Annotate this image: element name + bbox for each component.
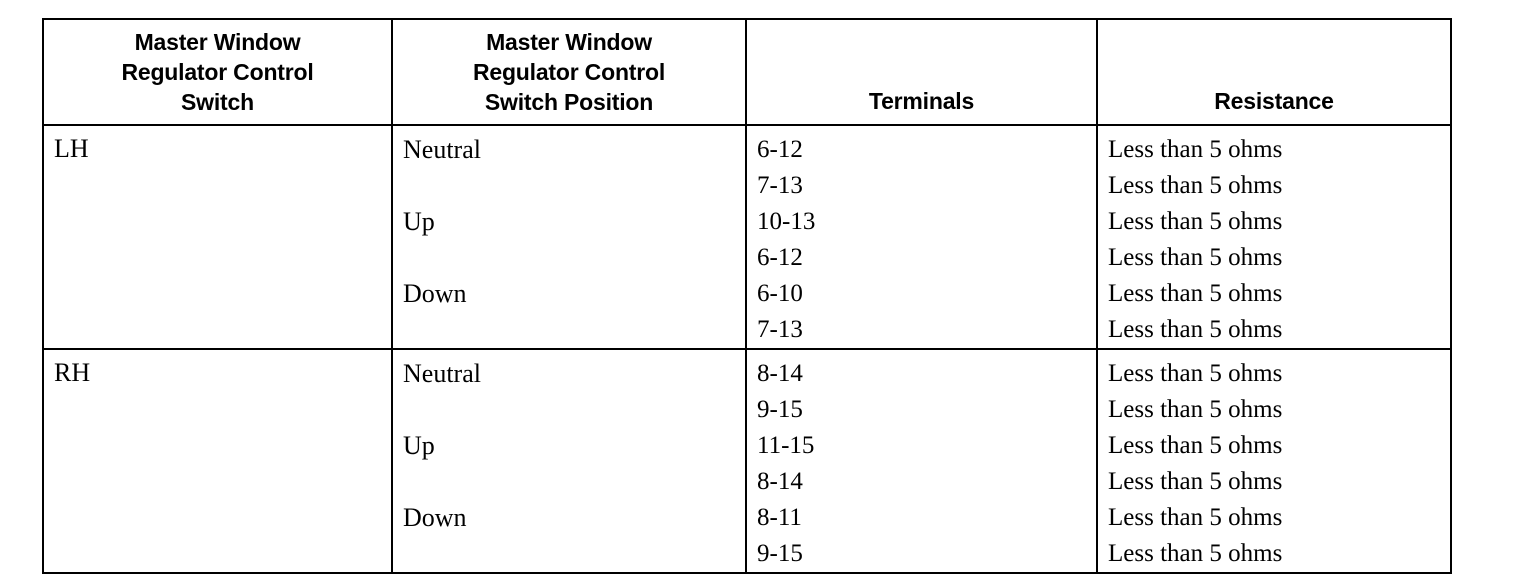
resistance-rh-3: Less than 5 ohms: [1108, 432, 1283, 459]
table-row-lh: LH Neutral Up Down 6-12 7-13 10-13 6-12: [42, 124, 1452, 350]
column-header-position: Master Window Regulator Control Switch P…: [391, 18, 747, 126]
cell-resistance-rh: Less than 5 ohms Less than 5 ohms Less t…: [1096, 348, 1452, 574]
cell-terminals-rh: 8-14 9-15 11-15 8-14 8-11 9-15: [745, 348, 1098, 574]
cell-switch-lh: LH: [42, 124, 393, 350]
resistance-rh-2: Less than 5 ohms: [1108, 396, 1283, 423]
resistance-rh-5: Less than 5 ohms: [1108, 504, 1283, 531]
column-header-resistance-label: Resistance: [1214, 88, 1334, 114]
resistance-lh-3: Less than 5 ohms: [1108, 208, 1283, 235]
column-header-position-line-3: Switch Position: [484, 89, 654, 115]
table-header: Master Window Regulator Control Switch M…: [42, 18, 1452, 126]
column-header-resistance: Resistance: [1096, 18, 1452, 126]
position-lh-neutral: Neutral: [403, 135, 481, 164]
terminal-rh-6: 9-15: [757, 540, 803, 567]
terminal-list-lh: 6-12 7-13 10-13 6-12 6-10 7-13: [747, 126, 1096, 348]
resistance-lh-2: Less than 5 ohms: [1108, 172, 1283, 199]
terminal-rh-5: 8-11: [757, 504, 802, 531]
terminal-lh-1: 6-12: [757, 136, 803, 163]
terminal-lh-5: 6-10: [757, 280, 803, 307]
terminal-list-rh: 8-14 9-15 11-15 8-14 8-11 9-15: [747, 350, 1096, 572]
terminal-rh-2: 9-15: [757, 396, 803, 423]
column-header-terminals: Terminals: [745, 18, 1098, 126]
column-header-position-line-1: Master Window: [486, 29, 652, 55]
cell-position-rh: Neutral Up Down: [391, 348, 747, 574]
terminal-rh-4: 8-14: [757, 468, 803, 495]
table-row-rh: RH Neutral Up Down 8-14 9-15 11-15 8-14: [42, 348, 1452, 574]
column-header-switch-line-3: Switch: [181, 89, 254, 115]
resistance-list-lh: Less than 5 ohms Less than 5 ohms Less t…: [1098, 126, 1450, 348]
cell-resistance-lh: Less than 5 ohms Less than 5 ohms Less t…: [1096, 124, 1452, 350]
terminal-lh-2: 7-13: [757, 172, 803, 199]
resistance-lh-4: Less than 5 ohms: [1108, 244, 1283, 271]
resistance-lh-1: Less than 5 ohms: [1108, 136, 1283, 163]
resistance-lh-5: Less than 5 ohms: [1108, 280, 1283, 307]
switch-label-lh: LH: [54, 134, 89, 163]
column-header-position-line-2: Regulator Control: [472, 59, 666, 85]
switch-label-rh: RH: [54, 358, 91, 387]
terminal-lh-6: 7-13: [757, 316, 803, 343]
table-body: LH Neutral Up Down 6-12 7-13 10-13 6-12: [42, 124, 1452, 574]
column-header-switch-line-2: Regulator Control: [121, 59, 314, 85]
terminal-lh-3: 10-13: [757, 208, 816, 235]
resistance-rh-1: Less than 5 ohms: [1108, 360, 1283, 387]
cell-terminals-lh: 6-12 7-13 10-13 6-12 6-10 7-13: [745, 124, 1098, 350]
position-rh-down: Down: [403, 503, 467, 532]
terminal-lh-4: 6-12: [757, 244, 803, 271]
resistance-rh-4: Less than 5 ohms: [1108, 468, 1283, 495]
position-rh-up: Up: [403, 431, 435, 460]
terminal-rh-3: 11-15: [757, 432, 815, 459]
column-header-switch: Master Window Regulator Control Switch: [42, 18, 393, 126]
cell-position-lh: Neutral Up Down: [391, 124, 747, 350]
position-rh-neutral: Neutral: [403, 359, 481, 388]
terminal-rh-1: 8-14: [757, 360, 803, 387]
switch-continuity-table: Master Window Regulator Control Switch M…: [42, 18, 1452, 574]
column-header-terminals-label: Terminals: [868, 88, 975, 114]
resistance-lh-6: Less than 5 ohms: [1108, 316, 1283, 343]
column-header-switch-line-1: Master Window: [134, 29, 301, 55]
resistance-rh-6: Less than 5 ohms: [1108, 540, 1283, 567]
resistance-list-rh: Less than 5 ohms Less than 5 ohms Less t…: [1098, 350, 1450, 572]
position-lh-up: Up: [403, 207, 435, 236]
table-header-row: Master Window Regulator Control Switch M…: [42, 18, 1452, 126]
position-lh-down: Down: [403, 279, 467, 308]
cell-switch-rh: RH: [42, 348, 393, 574]
position-list-lh: Neutral Up Down: [393, 126, 745, 348]
position-list-rh: Neutral Up Down: [393, 350, 745, 572]
